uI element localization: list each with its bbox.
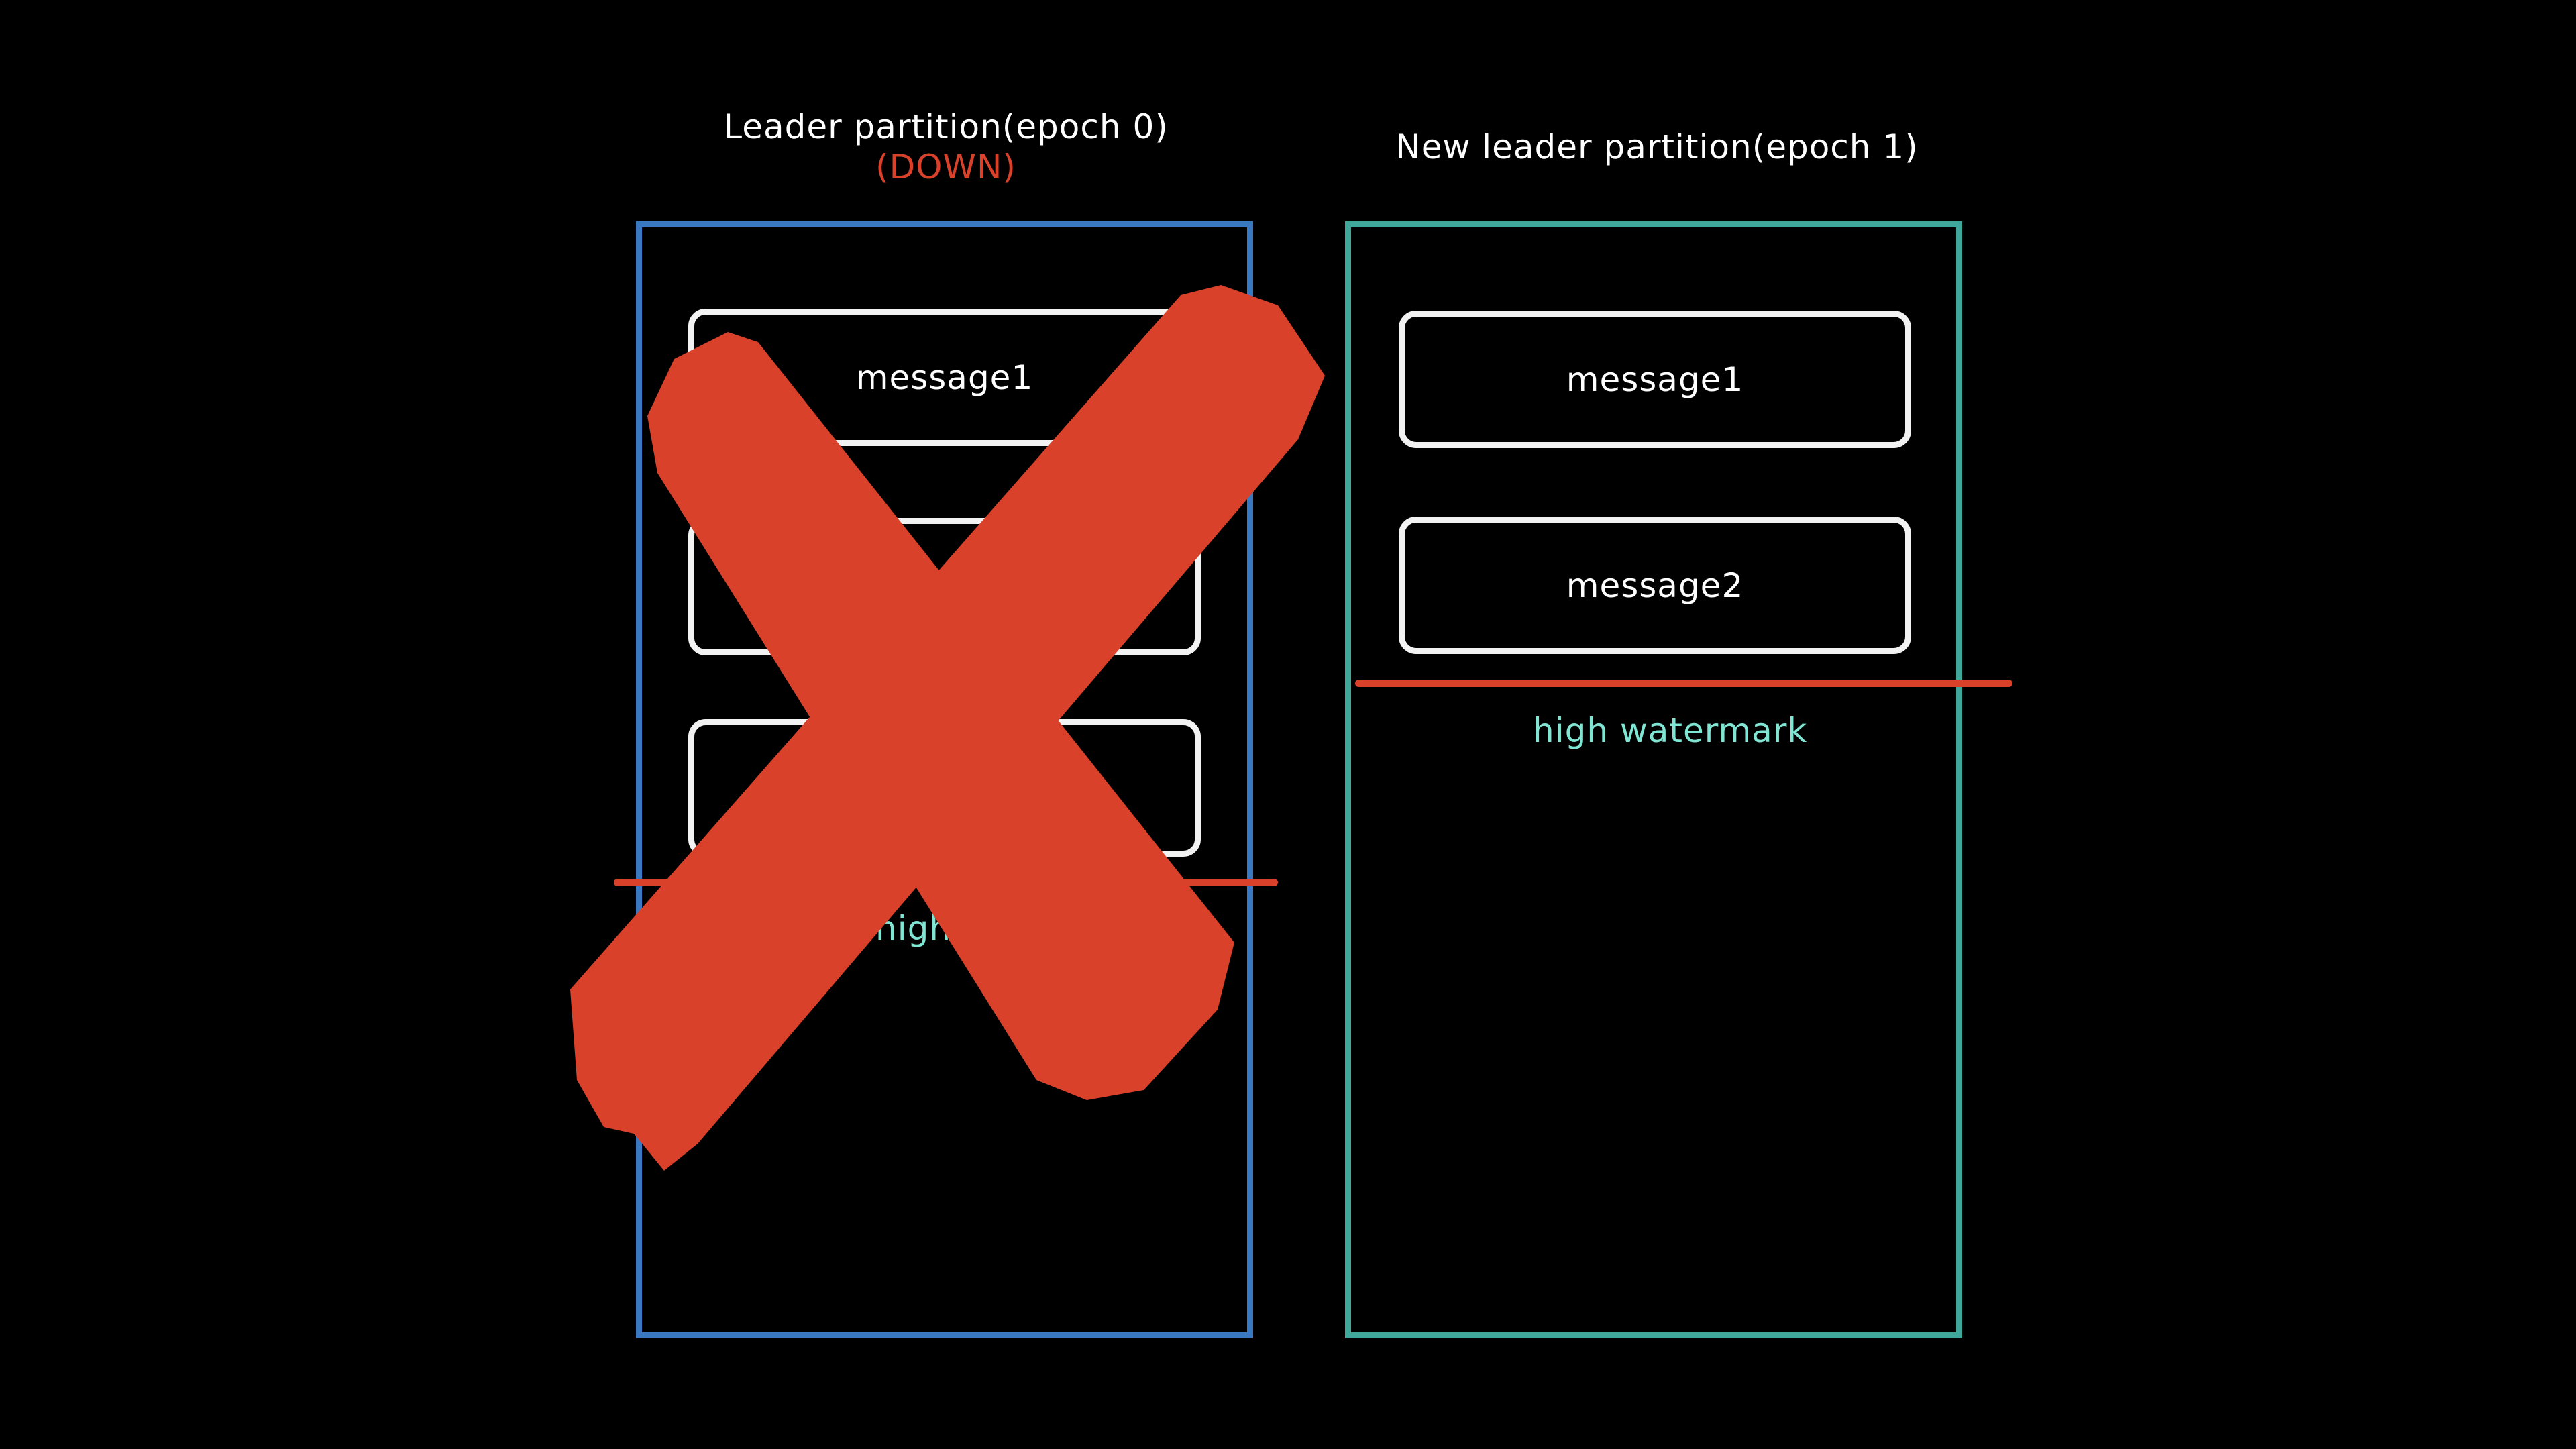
right-message-2: message2 <box>1399 517 1911 654</box>
left-message-1: message1 <box>688 309 1201 446</box>
left-partition-title: Leader partition(epoch 0) <box>723 107 1169 146</box>
left-high-watermark-label: high watermark <box>875 909 1150 948</box>
right-partition-box <box>1345 221 1962 1338</box>
right-high-watermark-label: high watermark <box>1533 711 1808 750</box>
right-partition-title: New leader partition(epoch 1) <box>1395 127 1919 166</box>
left-message-3 <box>688 719 1201 857</box>
right-high-watermark-line <box>1355 680 2012 687</box>
left-partition-status: (DOWN) <box>875 148 1016 186</box>
left-high-watermark-line <box>614 879 1278 886</box>
left-message-2 <box>688 518 1201 655</box>
right-message-1: message1 <box>1399 311 1911 448</box>
